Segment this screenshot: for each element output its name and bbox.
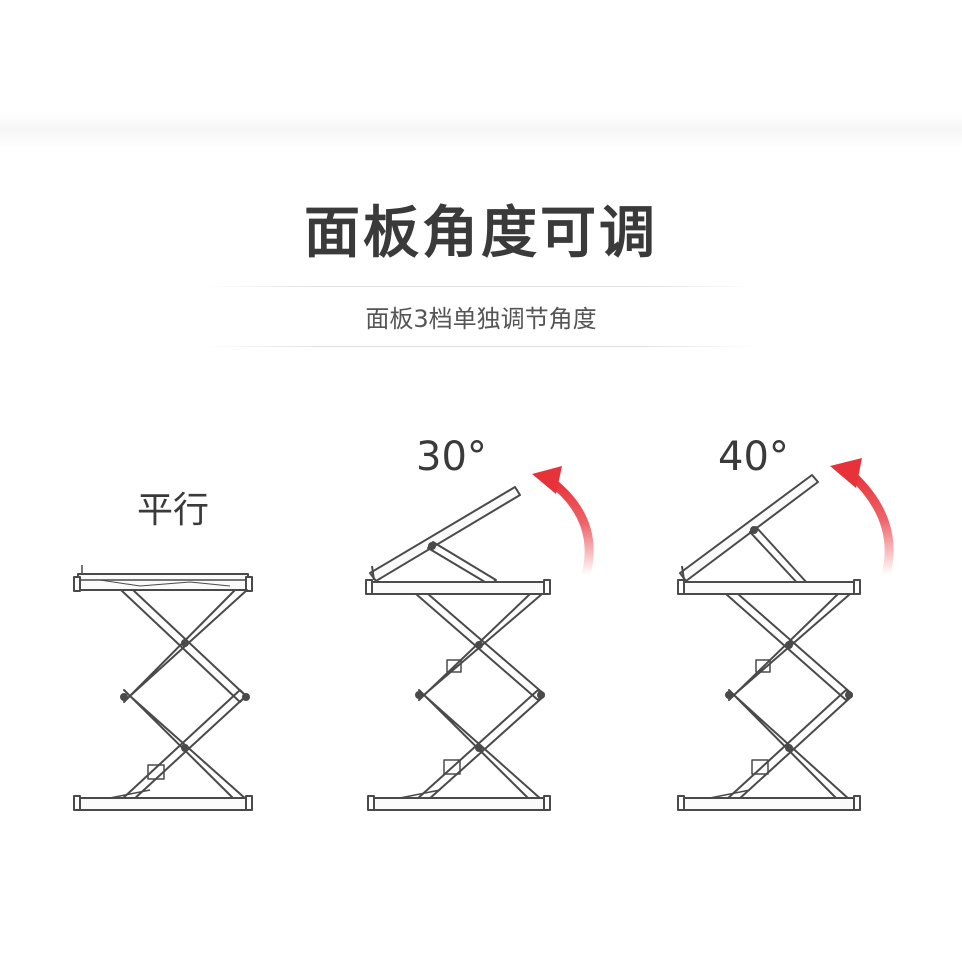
curved-arrow-icon (830, 458, 894, 580)
base-30 (367, 789, 551, 811)
top-panel-flat (73, 565, 253, 592)
label-30-degree: 30° (416, 434, 487, 480)
stand-40-degree (677, 474, 861, 811)
stand-flat (73, 565, 253, 811)
frame-40 (677, 579, 861, 595)
base-flat (73, 789, 253, 811)
page-subtitle: 面板3档单独调节角度 (365, 305, 597, 333)
scissor-arms-40 (725, 593, 853, 801)
title-divider-bottom (205, 346, 757, 347)
tilted-panel-30 (369, 486, 521, 586)
top-band (0, 112, 962, 148)
label-40-degree: 40° (718, 434, 789, 480)
scissor-arms-30 (415, 593, 545, 801)
scissor-arms-flat (120, 589, 250, 801)
base-40 (677, 789, 861, 811)
tilted-panel-40 (679, 474, 819, 589)
curved-arrow-icon (532, 466, 594, 580)
label-flat: 平行 (137, 490, 210, 531)
title-divider-top (205, 286, 757, 287)
stand-30-degree (365, 486, 551, 811)
frame-30 (365, 579, 551, 595)
page-title: 面板角度可调 (304, 201, 658, 266)
